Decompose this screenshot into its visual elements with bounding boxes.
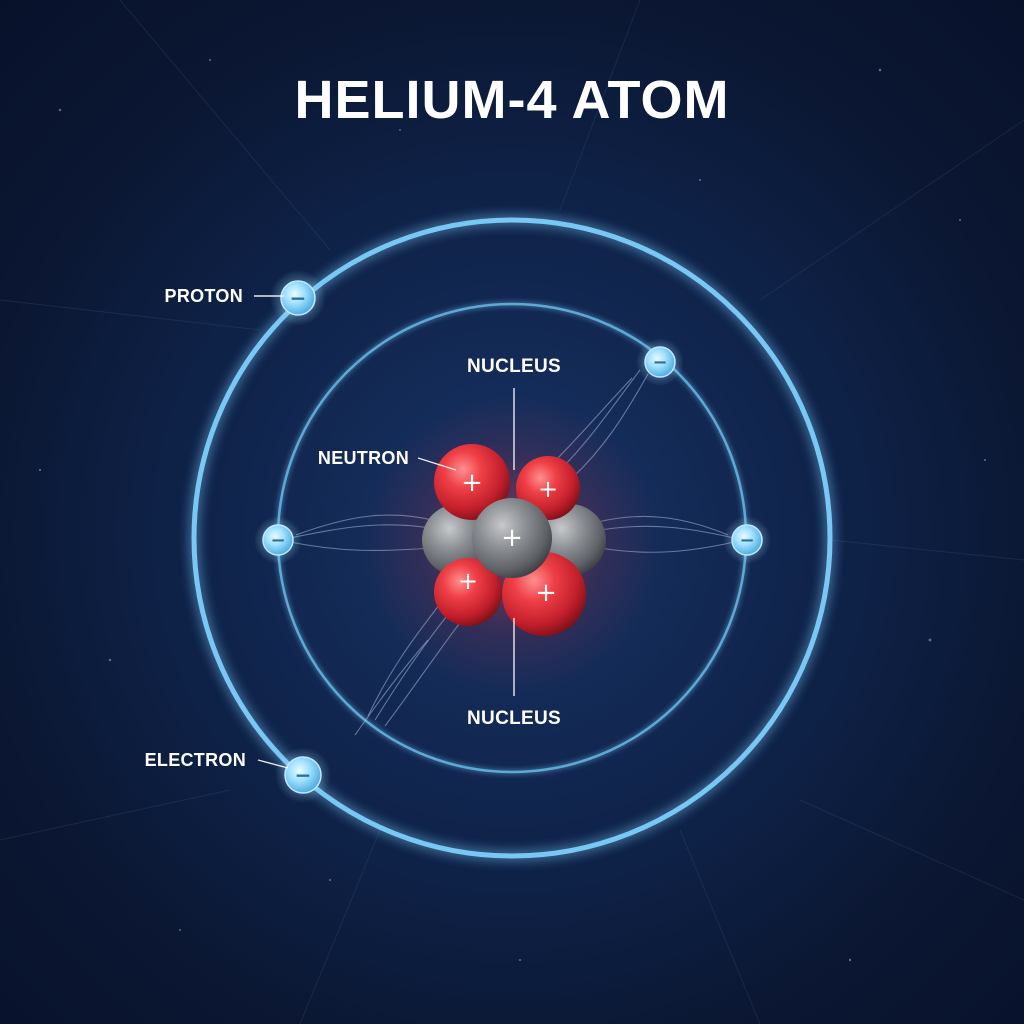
neutron-label: NEUTRON: [318, 448, 409, 468]
nucleus-bottom-label: NUCLEUS: [467, 708, 561, 729]
electron-inner-top-right: [644, 346, 676, 378]
proton-label: PROTON: [165, 286, 243, 306]
electron-outer-bottom-left: [284, 756, 322, 794]
background-stars: [38, 59, 986, 962]
electron-sign: −: [270, 530, 285, 551]
nucleus-top-label: NUCLEUS: [467, 356, 561, 377]
neutron-leader: [417, 457, 457, 471]
electrons: − − − − −: [254, 270, 771, 803]
electron-leader: [257, 759, 289, 769]
electron-inner-right: [731, 524, 763, 556]
neutron-center: [472, 498, 552, 578]
nucleus: + + + + +: [422, 444, 606, 636]
leader-lines: [254, 295, 515, 769]
electron-inner-left: [262, 524, 294, 556]
electron-label: ELECTRON: [145, 750, 246, 770]
proton-sign: +: [461, 468, 483, 498]
proton-top-left: [434, 444, 510, 520]
proton-sign: +: [535, 578, 557, 608]
electron-sign: −: [290, 286, 307, 310]
neutron-sign: +: [501, 523, 523, 553]
proton-sign: +: [458, 567, 478, 595]
electron-sign: −: [652, 352, 667, 373]
page-title: HELIUM-4 ATOM: [295, 70, 730, 130]
electron-outer-top-left: [280, 280, 316, 316]
electron-sign: −: [295, 763, 312, 787]
proton-bottom-left: [434, 558, 502, 626]
electron-sign: −: [739, 530, 754, 551]
outer-orbit: [191, 217, 833, 859]
proton-sign: +: [538, 475, 558, 503]
